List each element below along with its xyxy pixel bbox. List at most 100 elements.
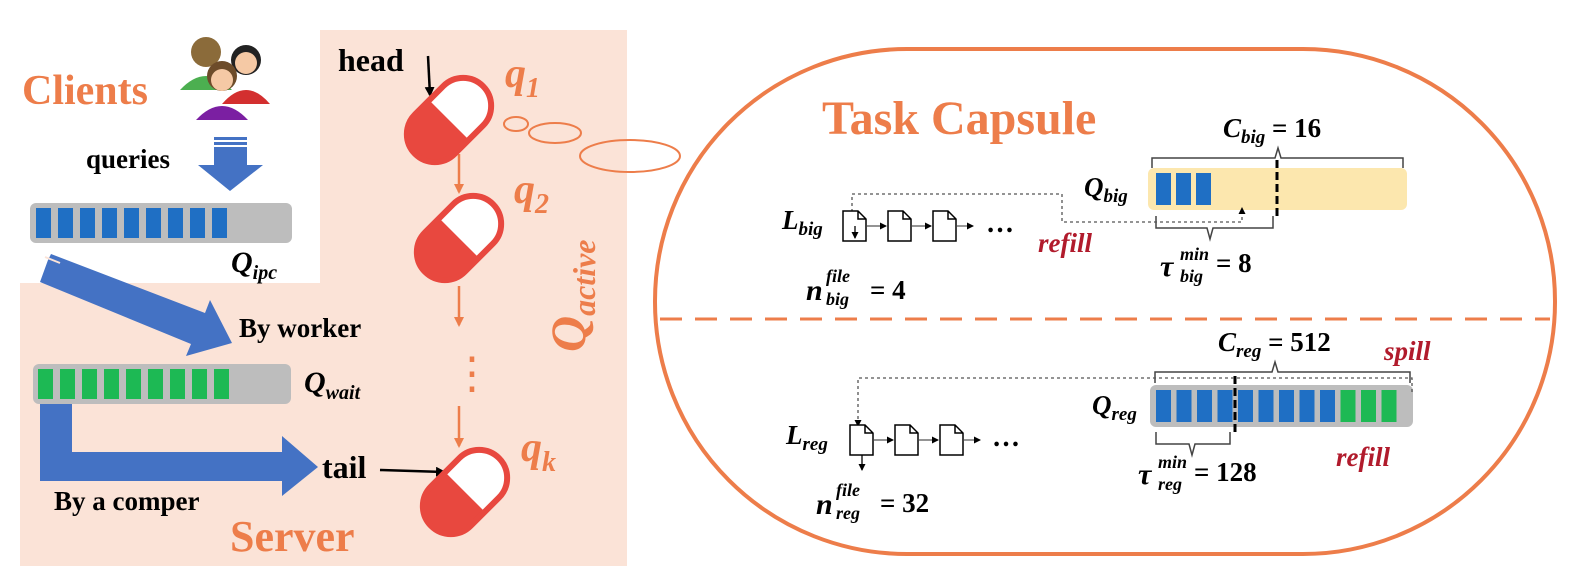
q-wait-slots: [38, 369, 229, 399]
svg-text:n: n: [816, 488, 833, 521]
queue-slot: [170, 369, 185, 399]
svg-text:n: n: [806, 274, 823, 307]
queue-slot: [1156, 173, 1171, 205]
task-capsule-title: Task Capsule: [822, 92, 1096, 145]
q-big-label: Qbig: [1084, 172, 1128, 207]
svg-text:τ: τ: [1138, 458, 1153, 491]
by-worker-arrow: [40, 254, 232, 356]
queue-slot: [1320, 390, 1335, 422]
spill-path: [854, 377, 1413, 427]
tau-big-brace: [1155, 216, 1274, 242]
file-icon: [932, 210, 957, 242]
queue-slot: [38, 369, 53, 399]
queue-slot: [190, 208, 205, 238]
pill-icon: [405, 192, 505, 292]
queue-slot: [58, 208, 73, 238]
svg-text:big: big: [826, 289, 849, 309]
queue-slot: [60, 369, 75, 399]
head-arrow: [424, 55, 435, 97]
task-capsule-outline: [653, 47, 1557, 556]
svg-text:= 128: = 128: [1194, 457, 1257, 487]
tau-big-label: τ min big = 8: [1160, 244, 1252, 286]
by-worker-label: By worker: [239, 313, 361, 343]
queue-slot: [80, 208, 95, 238]
queue-slot: [1381, 390, 1397, 422]
svg-text:reg: reg: [836, 503, 860, 523]
chain-dots: ⋮: [450, 349, 494, 398]
head-label: head: [338, 42, 404, 78]
queue-slot: [214, 369, 229, 399]
tail-label: tail: [322, 449, 367, 485]
queue-slot: [1340, 390, 1356, 422]
c-reg-brace: [1154, 359, 1411, 383]
q-big-slots: [1156, 173, 1211, 205]
refill-reg-label: refill: [1336, 442, 1390, 472]
q1-label: q1: [505, 51, 540, 104]
queue-slot: [168, 208, 183, 238]
bubble-large: [579, 139, 681, 173]
by-comper-label: By a comper: [54, 486, 199, 516]
file-icon: [887, 210, 912, 242]
queue-slot: [1299, 390, 1315, 422]
queue-slot: [124, 208, 139, 238]
user-group-icon: [180, 37, 270, 120]
l-reg-file-chain: [849, 424, 981, 456]
queue-slot: [1196, 173, 1211, 205]
refill-big-label: refill: [1038, 228, 1092, 258]
c-reg-label: Creg = 512: [1218, 327, 1331, 362]
file-icon: [894, 424, 919, 456]
svg-text:reg: reg: [1158, 474, 1182, 494]
queue-slot: [1258, 390, 1274, 422]
n-reg-label: n file reg = 32: [816, 480, 929, 523]
qk-label: qk: [521, 425, 556, 478]
q2-label: q2: [514, 167, 549, 220]
svg-text:= 32: = 32: [880, 488, 929, 518]
bubble-small: [503, 116, 529, 132]
file-icon: [849, 424, 874, 456]
q-ipc-label: Qipc: [231, 246, 277, 284]
svg-text:file: file: [836, 480, 860, 500]
queue-slot: [1176, 173, 1191, 205]
bubble-medium: [528, 122, 582, 144]
svg-text:big: big: [1180, 266, 1203, 286]
q-reg-label: Qreg: [1092, 390, 1137, 425]
queue-slot: [212, 208, 227, 238]
tail-arrow: [379, 466, 446, 477]
clients-label: Clients: [22, 68, 148, 114]
tau-reg-label: τ min reg = 128: [1138, 452, 1257, 494]
svg-text:= 4: = 4: [870, 275, 906, 305]
by-comper-arrow: [40, 404, 318, 496]
q-ipc-slots: [36, 208, 227, 238]
c-big-label: Cbig = 16: [1223, 113, 1321, 148]
svg-text:= 8: = 8: [1216, 248, 1252, 278]
queue-slot: [1238, 390, 1253, 422]
queue-slot: [1279, 390, 1294, 422]
n-big-label: n file big = 4: [806, 266, 906, 309]
q-wait-label: Qwait: [304, 366, 362, 404]
queries-label: queries: [86, 144, 170, 174]
svg-text:min: min: [1180, 244, 1209, 264]
queue-slot: [192, 369, 207, 399]
refill-big-path: [851, 193, 1246, 223]
queue-slot: [1361, 390, 1376, 422]
q-active-label: Qactive: [540, 240, 602, 353]
pill-icon: [411, 446, 511, 546]
tau-reg-brace: [1155, 432, 1231, 458]
l-reg-ellipsis: …: [992, 422, 1020, 453]
q-reg-slots: [1156, 390, 1397, 422]
queue-slot: [102, 208, 117, 238]
l-big-label: Lbig: [781, 205, 823, 240]
pill-icon: [395, 74, 495, 174]
queries-arrow: [198, 137, 263, 191]
l-reg-label: Lreg: [785, 420, 828, 455]
l-big-file-chain: [842, 210, 974, 242]
l-big-ellipsis: …: [986, 208, 1014, 239]
svg-text:τ: τ: [1160, 250, 1175, 283]
server-panel-bg: [20, 30, 627, 566]
queue-slot: [104, 369, 119, 399]
queue-slot: [1197, 390, 1212, 422]
c-big-brace: [1151, 145, 1404, 168]
queue-slot: [1156, 390, 1171, 422]
svg-text:min: min: [1158, 452, 1187, 472]
